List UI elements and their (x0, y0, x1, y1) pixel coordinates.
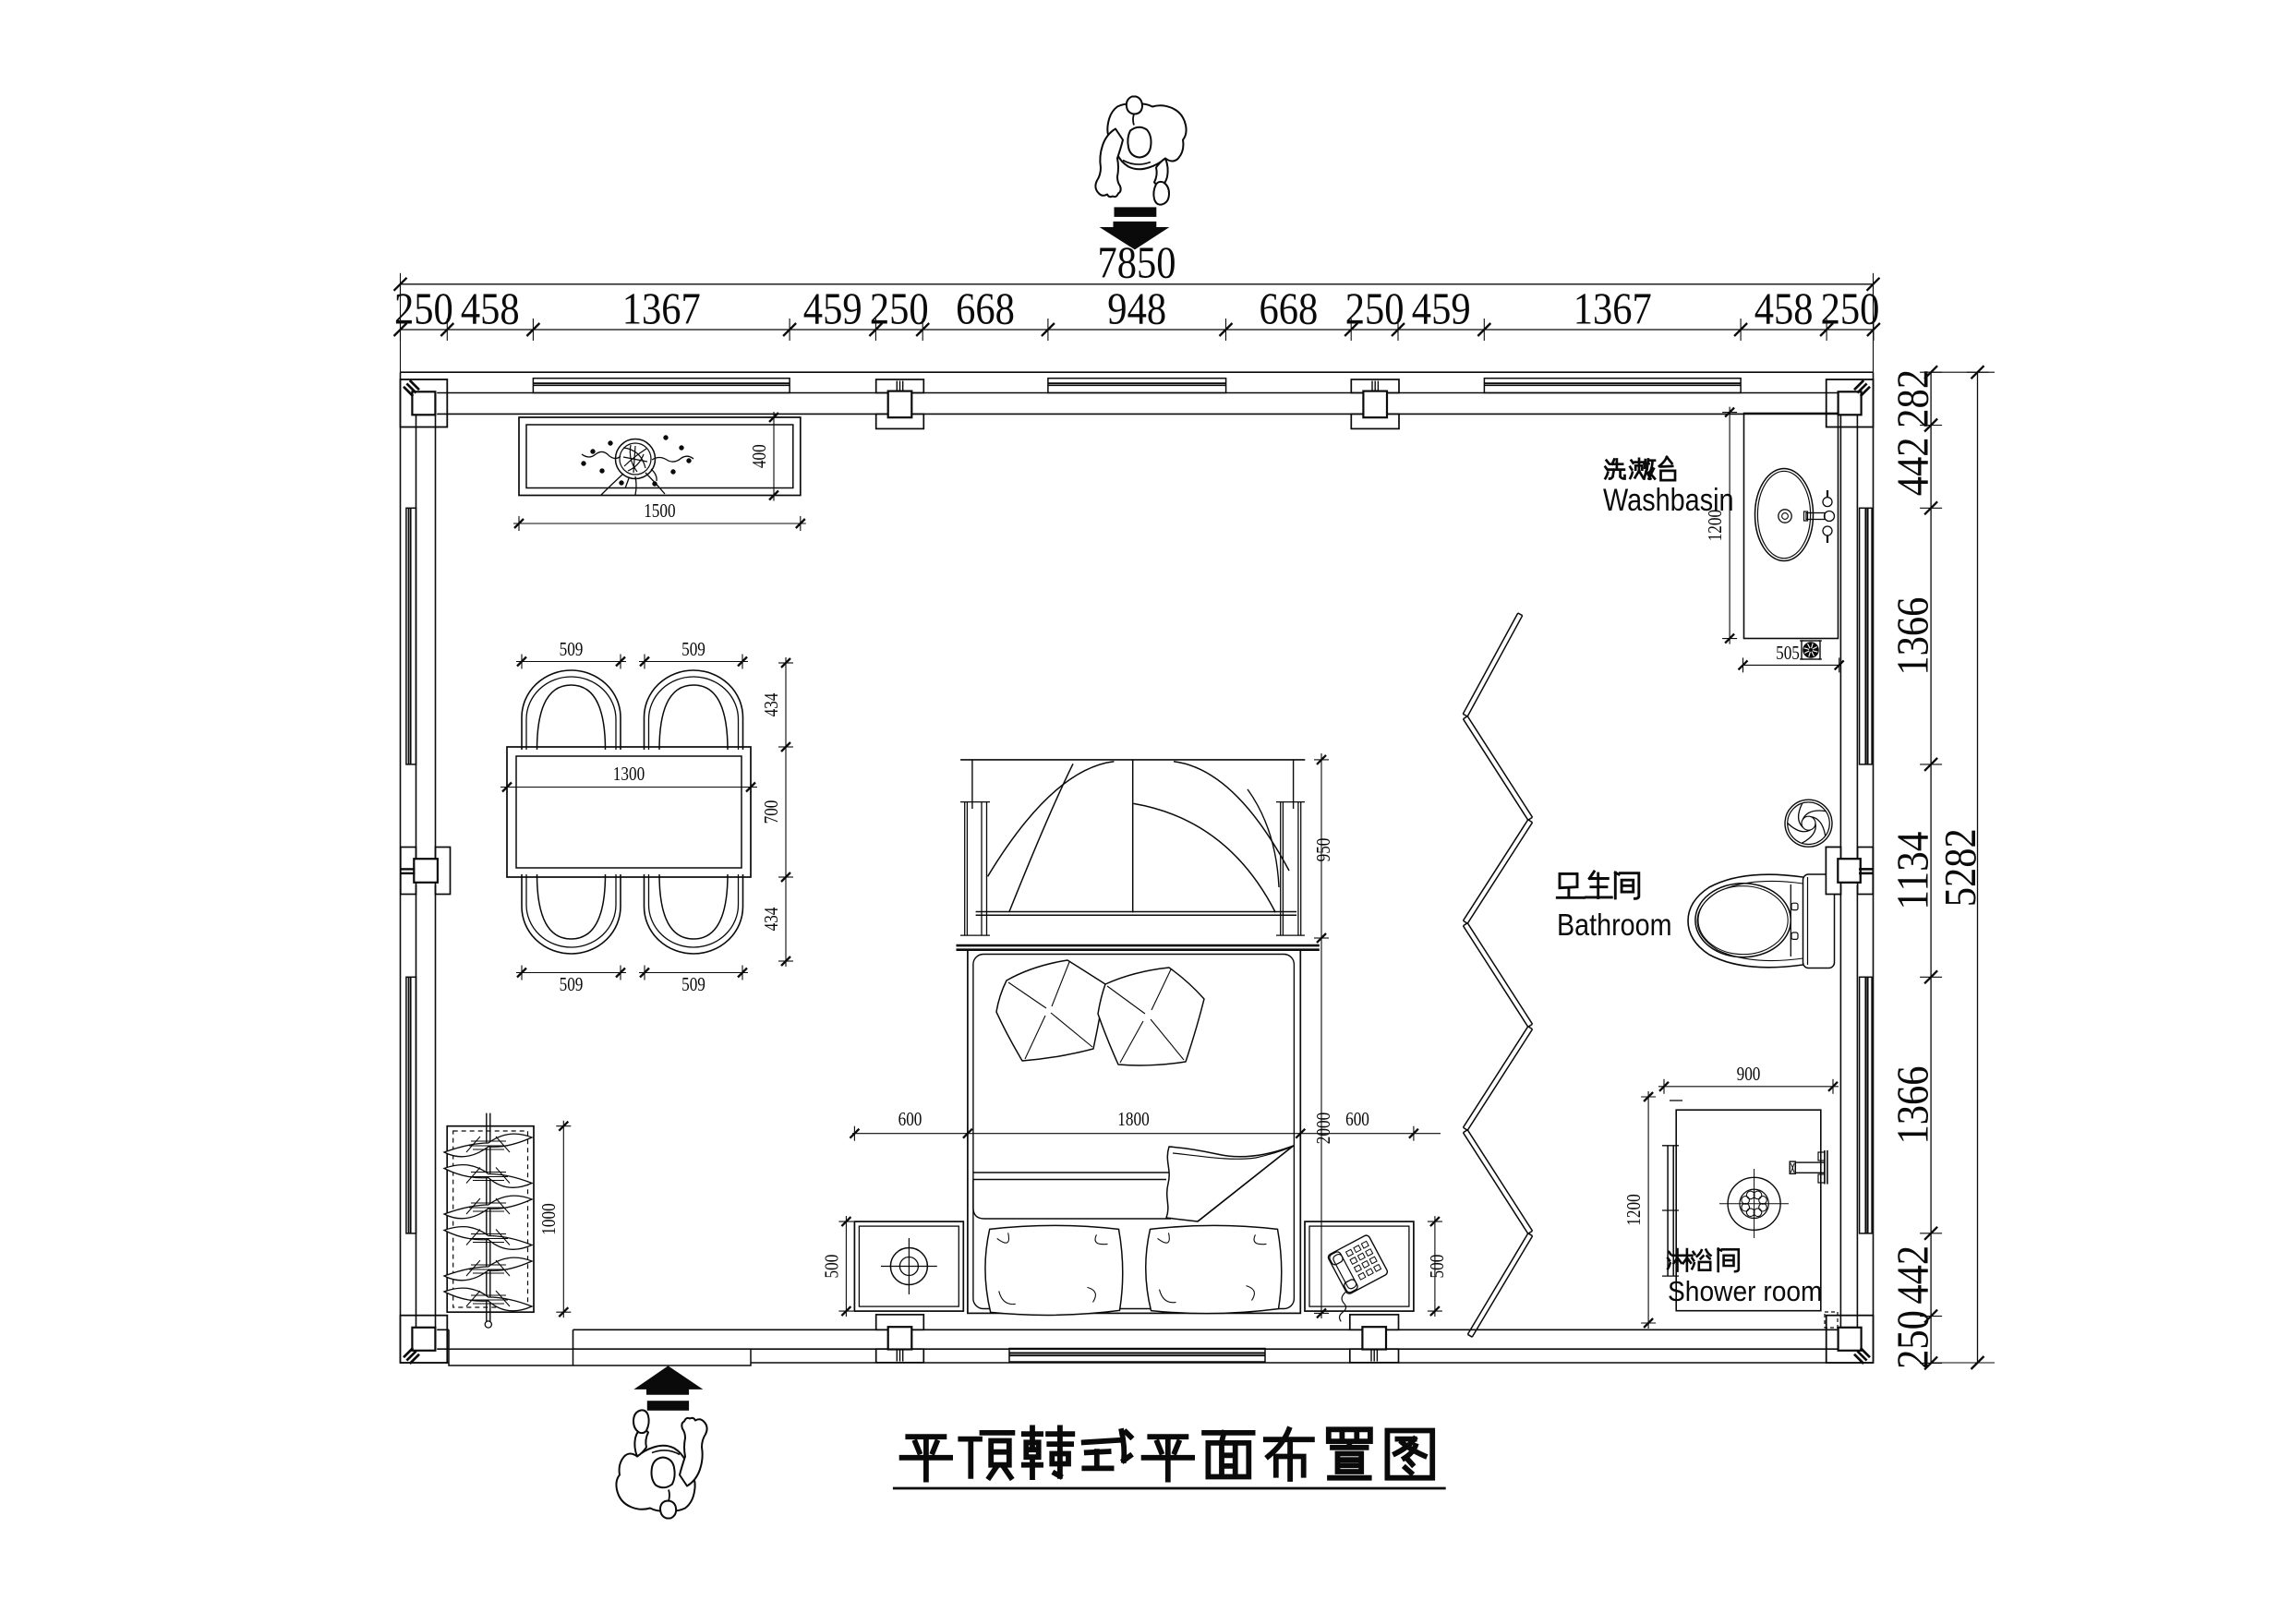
svg-text:500: 500 (1426, 1255, 1448, 1279)
svg-text:509: 509 (681, 638, 705, 660)
svg-text:250: 250 (870, 283, 929, 334)
svg-text:1300: 1300 (613, 763, 645, 785)
svg-text:509: 509 (560, 638, 584, 660)
svg-text:250: 250 (1887, 1310, 1938, 1369)
svg-text:282: 282 (1887, 369, 1938, 428)
svg-text:434: 434 (760, 692, 782, 716)
svg-text:1134: 1134 (1887, 832, 1938, 910)
svg-text:1366: 1366 (1887, 597, 1938, 676)
svg-text:1000: 1000 (537, 1203, 560, 1234)
svg-text:Washbasin: Washbasin (1603, 483, 1734, 518)
svg-text:250: 250 (1345, 283, 1405, 334)
svg-text:442: 442 (1887, 1245, 1938, 1305)
svg-text:1200: 1200 (1622, 1194, 1645, 1225)
svg-text:459: 459 (1412, 283, 1471, 334)
svg-text:1367: 1367 (1574, 283, 1652, 334)
svg-text:509: 509 (560, 973, 584, 995)
svg-text:Shower room: Shower room (1668, 1275, 1823, 1307)
svg-text:458: 458 (1754, 283, 1814, 334)
svg-text:250: 250 (394, 283, 453, 334)
svg-text:1367: 1367 (622, 283, 701, 334)
svg-text:1500: 1500 (644, 499, 675, 522)
svg-text:948: 948 (1107, 283, 1166, 334)
svg-text:500: 500 (821, 1255, 843, 1279)
svg-text:668: 668 (956, 283, 1015, 334)
svg-text:668: 668 (1260, 283, 1319, 334)
svg-text:1800: 1800 (1117, 1108, 1149, 1130)
svg-text:250: 250 (1821, 283, 1880, 334)
svg-text:505: 505 (1776, 642, 1800, 664)
svg-text:Bathroom: Bathroom (1557, 908, 1672, 942)
svg-text:434: 434 (760, 907, 782, 931)
svg-text:459: 459 (803, 283, 862, 334)
svg-text:700: 700 (760, 800, 782, 824)
svg-text:509: 509 (681, 973, 705, 995)
svg-text:5282: 5282 (1935, 828, 1985, 907)
svg-text:1366: 1366 (1887, 1066, 1938, 1145)
svg-text:442: 442 (1887, 437, 1938, 496)
svg-text:2000: 2000 (1312, 1113, 1334, 1144)
svg-text:400: 400 (748, 444, 770, 468)
svg-text:600: 600 (898, 1108, 922, 1130)
svg-text:900: 900 (1737, 1063, 1761, 1085)
svg-text:600: 600 (1345, 1108, 1369, 1130)
svg-text:1200: 1200 (1704, 510, 1726, 541)
svg-text:950: 950 (1312, 838, 1334, 862)
svg-text:458: 458 (461, 283, 520, 334)
